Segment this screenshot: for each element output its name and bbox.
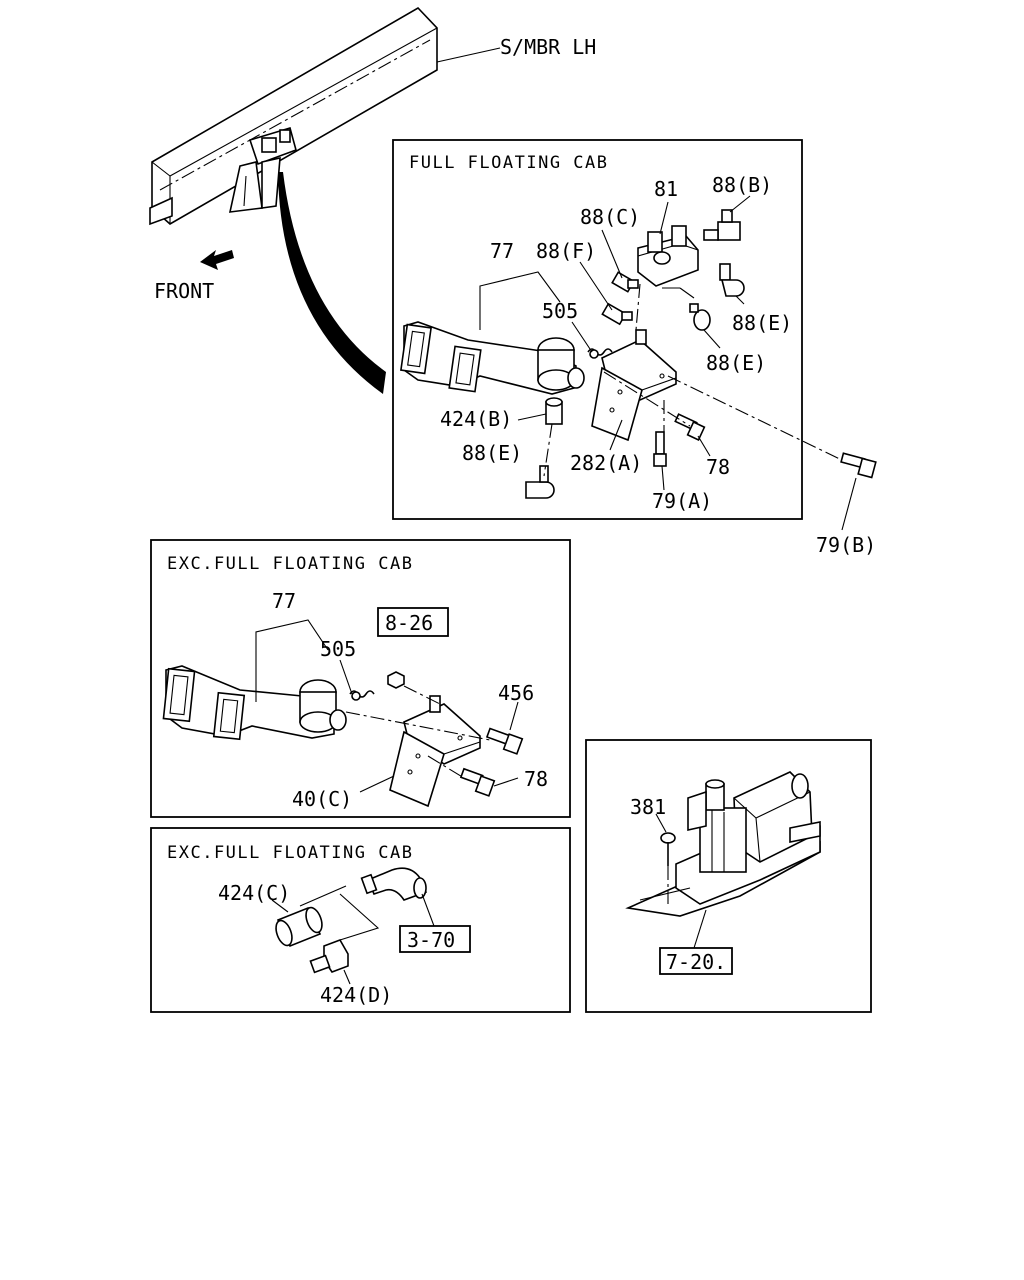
fitting-88e-right [719,263,745,297]
fitting-88f [601,302,633,326]
label-78-exc: 78 [524,767,548,791]
exc-fitting-frame [150,827,571,1013]
full-floating-cab-title: FULL FLOATING CAB [409,153,609,173]
front-label: FRONT [154,279,214,303]
nut-8-26 [387,671,405,689]
bolt-78-exc [459,767,496,797]
bolt-78 [674,413,706,441]
ref-7-20: 7-20. [666,950,726,974]
fitting-88e-low [525,465,555,499]
label-88e-mid: 88(E) [706,351,766,375]
label-424d: 424(D) [320,983,392,1007]
label-381: 381 [630,795,666,819]
ref-8-26: 8-26 [385,611,433,635]
fitting-88b [703,209,741,241]
label-79b: 79(B) [816,533,876,557]
cab-mount-arm-77 [400,321,585,395]
full-floating-cab-section: FULL FLOATING CAB [392,139,847,520]
elbow-fitting-3-70 [360,867,428,901]
spring-clip-505 [587,348,613,359]
pump-section [585,739,872,1013]
label-88c: 88(C) [580,205,640,229]
frame-bracket [228,126,297,213]
label-456: 456 [498,681,534,705]
ref-box-3-70 [399,925,471,953]
label-77: 77 [490,239,514,263]
frame-side-member [149,6,501,226]
exc-fitting-title: EXC.FULL FLOATING CAB [167,843,413,863]
ref-box-7-20 [659,947,733,975]
label-424c: 424(C) [218,881,290,905]
fitting-424d [309,939,349,974]
ref-box-8-26 [377,607,449,637]
distribution-block-81 [637,225,699,287]
pump-frame [585,739,872,1013]
bolt-79b [840,452,877,479]
ref-3-70: 3-70 [407,928,455,952]
label-88e-right: 88(E) [732,311,792,335]
bracket-282a [591,329,677,442]
front-arrow-icon [200,250,234,270]
fitting-88e-mid [689,303,711,331]
label-88b: 88(B) [712,173,772,197]
spring-clip-505-exc [349,690,375,701]
frame-label: S/MBR LH [500,35,596,59]
exc-fitting-section: EXC.FULL FLOATING CAB [150,827,571,1013]
fitting-88c [611,271,639,293]
collar-424c [275,906,323,948]
exc-mount-section: EXC.FULL FLOATING CAB [150,539,571,818]
collar-424b [545,397,563,425]
label-77-exc: 77 [272,589,296,613]
exc-mount-frame [150,539,571,818]
pump-assembly [625,771,821,917]
bolt-79a [653,431,667,467]
bolt-456 [485,727,524,755]
label-88f: 88(F) [536,239,596,263]
label-505: 505 [542,299,578,323]
bracket-40c [389,695,481,808]
label-282a: 282(A) [570,451,642,475]
label-81: 81 [654,177,678,201]
label-40c: 40(C) [292,787,352,811]
cab-mount-arm-77-exc [162,665,347,741]
label-505-exc: 505 [320,637,356,661]
label-424b: 424(B) [440,407,512,431]
full-floating-cab-frame [392,139,803,520]
label-88e-low: 88(E) [462,441,522,465]
screw-381 [660,832,676,904]
label-78: 78 [706,455,730,479]
detail-pointer-arrow [278,172,386,394]
label-79a: 79(A) [652,489,712,513]
exc-mount-title: EXC.FULL FLOATING CAB [167,554,413,574]
